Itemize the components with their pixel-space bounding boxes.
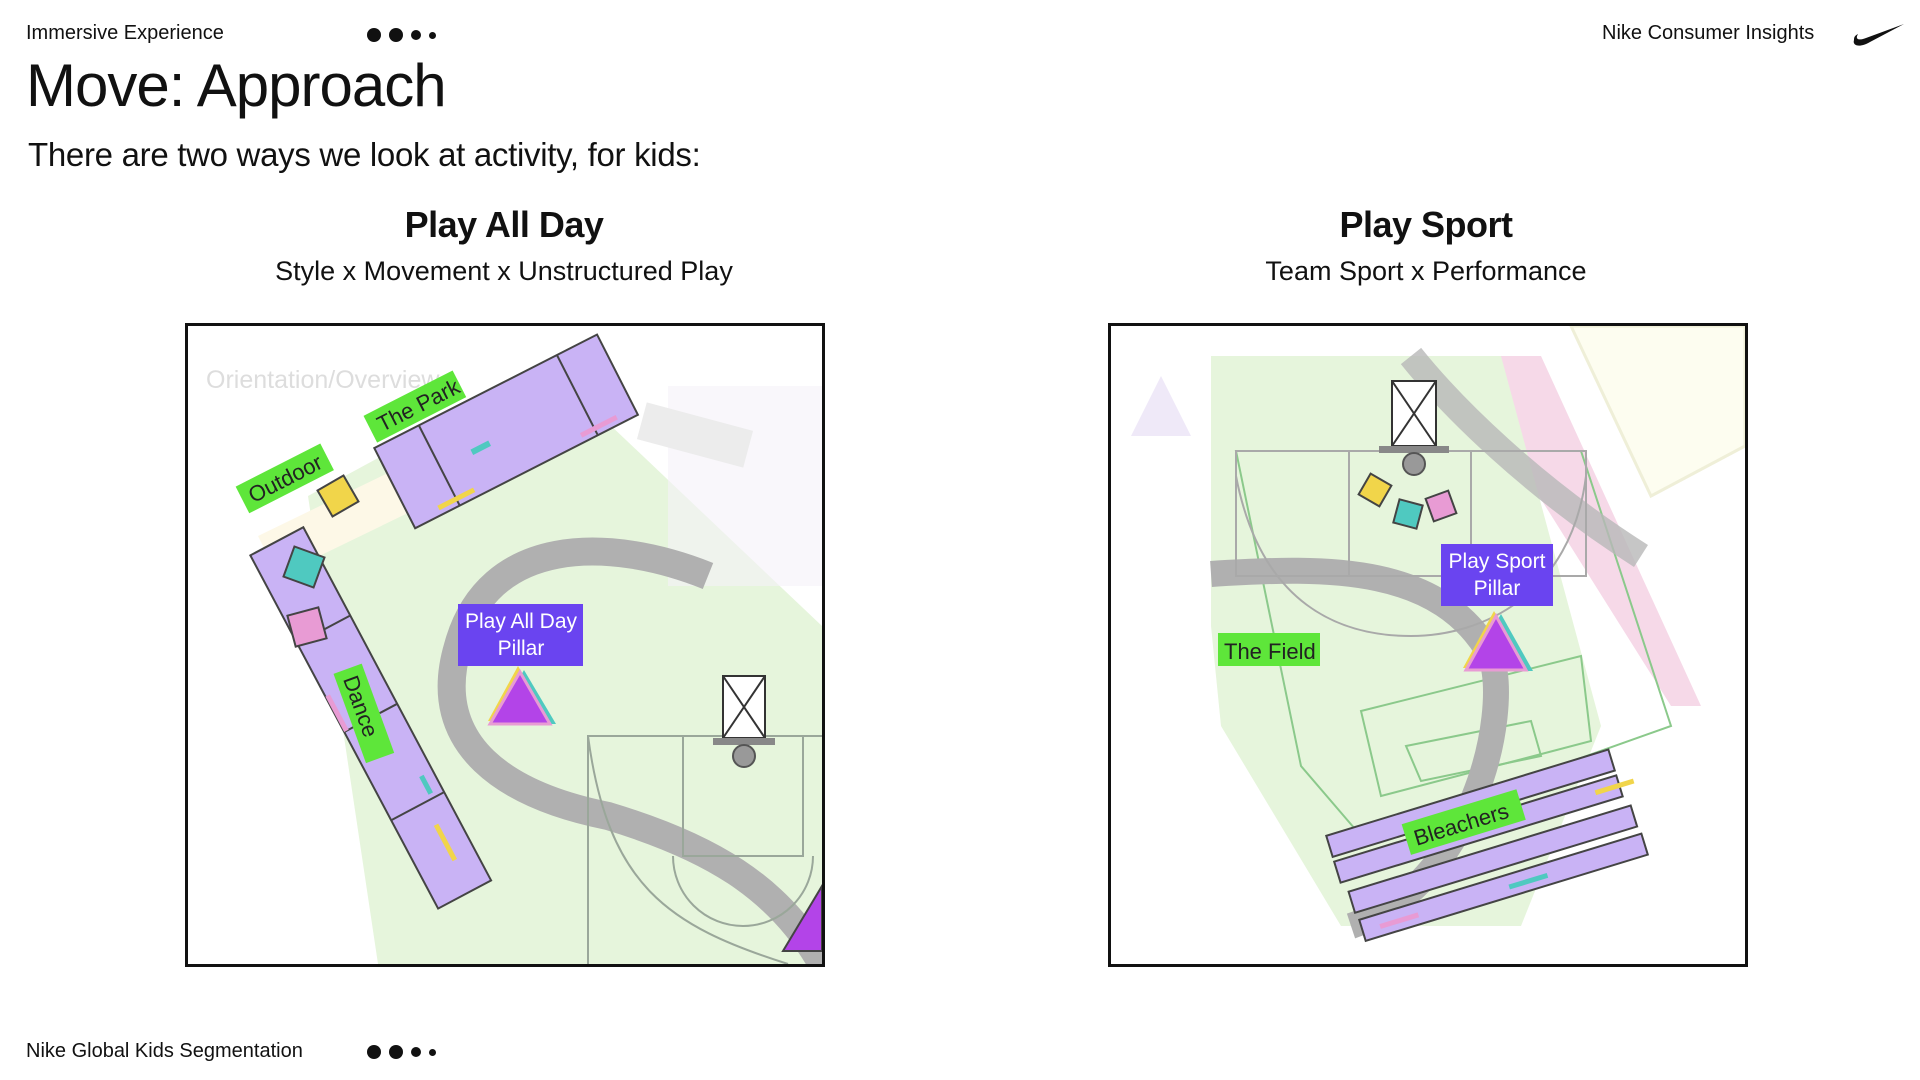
- left-heading: Play All Day: [404, 204, 604, 245]
- page-subtitle: There are two ways we look at activity, …: [28, 136, 701, 173]
- right-subheading: Team Sport x Performance: [1265, 256, 1587, 286]
- faded-orientation-label: Orientation/Overview: [206, 366, 440, 394]
- pillar-triangle-icon: [1463, 612, 1529, 672]
- brand-label: Nike Consumer Insights: [1602, 22, 1815, 44]
- pillar-label-line1: Play All Day: [465, 610, 578, 633]
- pillar-label-line1: Play Sport: [1449, 550, 1546, 573]
- right-heading: Play Sport: [1339, 204, 1513, 245]
- left-subheading: Style x Movement x Unstructured Play: [275, 256, 733, 286]
- footer-label: Nike Global Kids Segmentation: [26, 1040, 303, 1062]
- pagination-dots: [367, 28, 436, 42]
- footer-pagination-dots: [367, 1045, 436, 1059]
- nike-swoosh-icon: [1852, 20, 1904, 48]
- pillar-label-line2: Pillar: [1474, 577, 1521, 600]
- page-title: Move: Approach: [26, 52, 447, 119]
- pillar-triangle-icon: [487, 668, 553, 726]
- play-all-day-map: Orientation/Overview: [185, 323, 825, 967]
- pillar-label-line2: Pillar: [498, 637, 545, 660]
- section-label: Immersive Experience: [26, 22, 224, 44]
- zone-label-the-field: The Field: [1224, 639, 1316, 664]
- play-sport-map: The Field Play Sport Pillar Bleachers: [1108, 323, 1748, 967]
